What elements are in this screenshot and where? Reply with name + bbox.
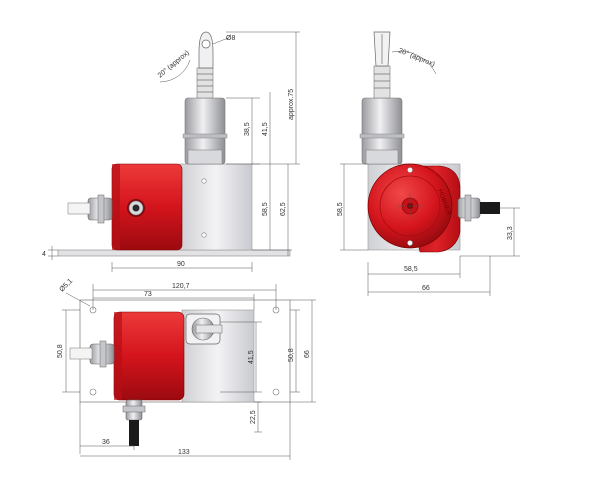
front-dim-height-body: 58,5 xyxy=(337,202,344,216)
side-grey-housing xyxy=(179,163,253,251)
front-cable xyxy=(480,202,500,214)
side-dim-height-sensor: 38,5 xyxy=(244,122,251,136)
side-eyelet-hole xyxy=(201,39,211,49)
front-dim-width-body: 58,5 xyxy=(404,266,418,273)
side-dim-base-thickness: 4 xyxy=(42,251,46,258)
top-bottom-cable xyxy=(129,420,139,446)
side-screw-bottom xyxy=(201,232,207,238)
side-dim-height-overall: approx.75 xyxy=(288,89,295,120)
top-dim-cable-offset: 36 xyxy=(102,439,110,446)
top-red-body-band xyxy=(114,312,122,400)
front-dim-angle: 20° (approx) xyxy=(397,46,436,68)
top-dim-width-total: 120,7 xyxy=(172,283,190,290)
side-dim-angle: 20° (approx) xyxy=(156,49,191,80)
side-wire-spring xyxy=(196,67,214,99)
front-sensor-ring xyxy=(359,133,405,139)
front-view: HÜBNER 20° (approx) 58,5 33,3 58,5 66 xyxy=(337,31,520,296)
top-view: Ø5,1 120,7 73 50,8 41,5 50,8 66 22,5 36 … xyxy=(57,278,316,460)
top-dim-height-left: 50,8 xyxy=(57,344,64,358)
side-dim-height-total: 62,5 xyxy=(280,202,287,216)
front-dim-width-total: 66 xyxy=(422,285,430,292)
front-dim-cable-height: 33,3 xyxy=(507,226,514,240)
top-dim-offset-bottom: 22,5 xyxy=(250,410,257,424)
top-cable-left xyxy=(69,347,93,360)
side-port-center xyxy=(132,204,140,212)
front-wire-spring xyxy=(373,65,391,99)
side-sensor-ring xyxy=(182,133,228,139)
top-red-body xyxy=(113,311,185,401)
side-dim-width: 90 xyxy=(177,261,185,268)
side-screw-top xyxy=(201,178,207,184)
front-screw-bottom xyxy=(407,240,413,246)
side-gland-nut xyxy=(97,194,105,224)
side-sensor-foot xyxy=(187,149,223,165)
side-dim-height-body: 58,5 xyxy=(262,202,269,216)
top-hole-bl xyxy=(89,388,97,396)
top-dim-height-right: 50,8 xyxy=(288,348,295,362)
top-gland-nut xyxy=(99,340,107,368)
front-red-disc-inner xyxy=(379,175,441,237)
front-screw-top xyxy=(407,167,413,173)
top-dim-hole-spacing: 73 xyxy=(144,291,152,298)
front-sensor-foot xyxy=(365,149,399,165)
top-sensor-slot xyxy=(195,324,223,334)
side-base-plate xyxy=(57,249,291,257)
side-view: Ø8 20° (approx) 38,5 41,5 approx.75 58,5… xyxy=(42,31,300,272)
top-dim-height-total: 66 xyxy=(304,350,311,358)
top-dim-hole-diameter: Ø5,1 xyxy=(58,278,74,294)
top-dim-height-sensor: 41,5 xyxy=(248,350,255,364)
side-cable xyxy=(67,202,91,215)
top-dim-length-total: 133 xyxy=(178,449,190,456)
side-dim-hole: Ø8 xyxy=(226,35,235,42)
side-red-body-band xyxy=(112,164,120,250)
top-hole-br xyxy=(272,388,280,396)
side-eyelet xyxy=(198,31,214,69)
side-dim-height-sensor-total: 41,5 xyxy=(262,122,269,136)
side-red-body xyxy=(111,163,183,251)
top-bottom-gland-nut xyxy=(122,405,146,413)
front-gland-nut xyxy=(464,194,472,222)
